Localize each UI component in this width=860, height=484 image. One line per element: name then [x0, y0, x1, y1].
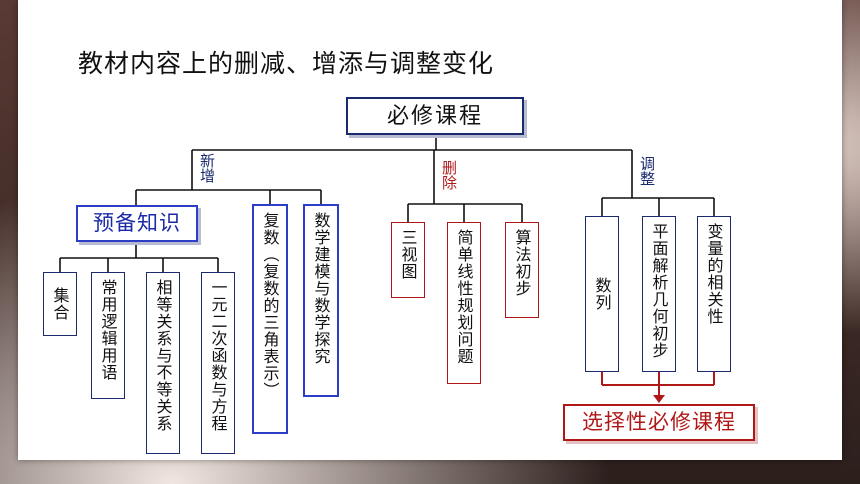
adjusted-item-correlation: 变量的相关性: [697, 216, 731, 372]
arrow-head: [653, 395, 665, 403]
prep-item-quadratic: 一元二次函数与方程: [201, 272, 235, 454]
prep-item-logic: 常用逻辑用语: [91, 272, 125, 399]
deleted-item-linear-programming: 简单线性规划问题: [447, 222, 481, 384]
connector-lines: [59, 133, 715, 403]
prep-item-relation: 相等关系与不等关系: [146, 272, 180, 454]
root-box: 必修课程: [346, 97, 524, 135]
deleted-item-algorithms: 算法初步: [505, 222, 539, 318]
modeling-box: 数学建模与数学探究: [303, 204, 339, 397]
branch-label-adjusted: 调整: [638, 156, 656, 186]
slide: 教材内容上的删减、增添与调整变化: [18, 0, 842, 460]
prep-item-set: 集合: [43, 272, 77, 336]
page-title: 教材内容上的删减、增添与调整变化: [78, 49, 495, 78]
adjusted-item-sequences: 数列: [585, 216, 619, 372]
complex-box: 复数（复数的三角表示）: [252, 204, 288, 434]
branch-label-added: 新增: [198, 153, 216, 183]
deleted-item-three-views: 三视图: [391, 222, 425, 298]
branch-label-deleted: 删除: [440, 160, 458, 190]
adjusted-item-analytic-geometry: 平面解析几何初步: [642, 216, 676, 372]
prep-box: 预备知识: [76, 205, 198, 242]
elective-course-box: 选择性必修课程: [563, 404, 755, 441]
